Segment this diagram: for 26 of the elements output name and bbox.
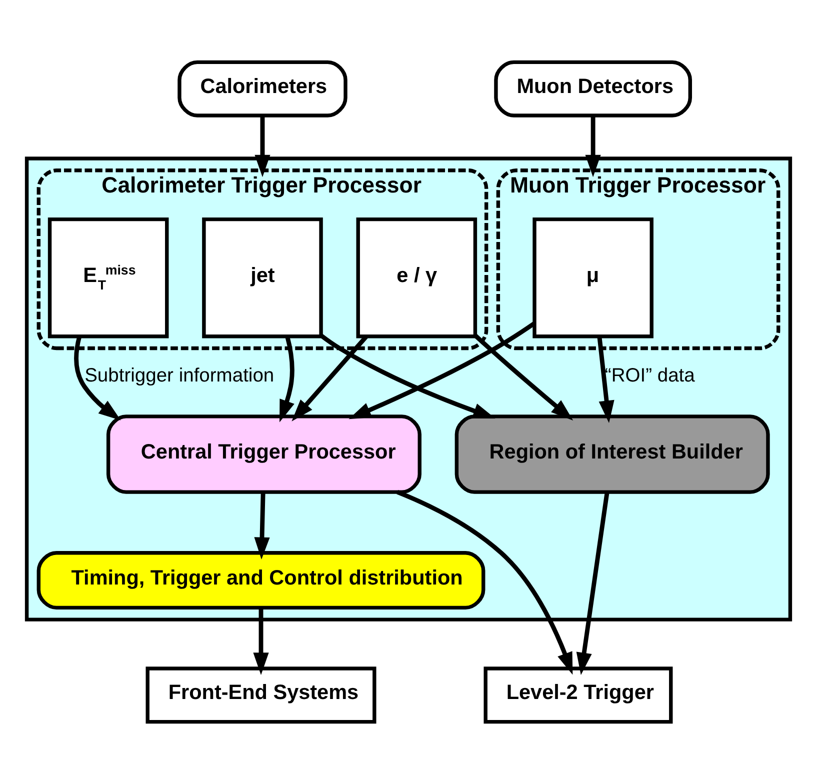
arrow — [396, 490, 572, 675]
arrow — [291, 335, 368, 422]
node-box: Central Trigger Processor — [106, 414, 421, 494]
node-box: Front-End Systems — [145, 666, 376, 724]
arrow — [576, 492, 609, 675]
node-box: Level-2 Trigger — [483, 666, 672, 724]
node-box: μ — [532, 217, 653, 338]
arrow — [584, 116, 600, 178]
node-box: jet — [202, 217, 322, 338]
node-box: Calorimeters — [177, 60, 347, 118]
arrow — [596, 336, 614, 423]
edge-label: Subtrigger information — [84, 365, 274, 386]
edge-label: “ROI” data — [604, 365, 694, 386]
arrow — [254, 116, 270, 178]
arrow — [252, 608, 268, 675]
node-box: Timing, Trigger and Control distribution — [36, 550, 485, 610]
node-box: Muon Detectors — [494, 60, 692, 118]
arrow — [320, 334, 495, 419]
node-box: e / γ — [356, 217, 477, 338]
arrow — [279, 336, 294, 422]
arrow — [74, 336, 120, 420]
arrow — [473, 334, 573, 420]
arrow — [348, 322, 535, 420]
arrow — [254, 492, 270, 560]
node-box: Region of Interest Builder — [454, 414, 770, 494]
cluster — [24, 156, 792, 622]
